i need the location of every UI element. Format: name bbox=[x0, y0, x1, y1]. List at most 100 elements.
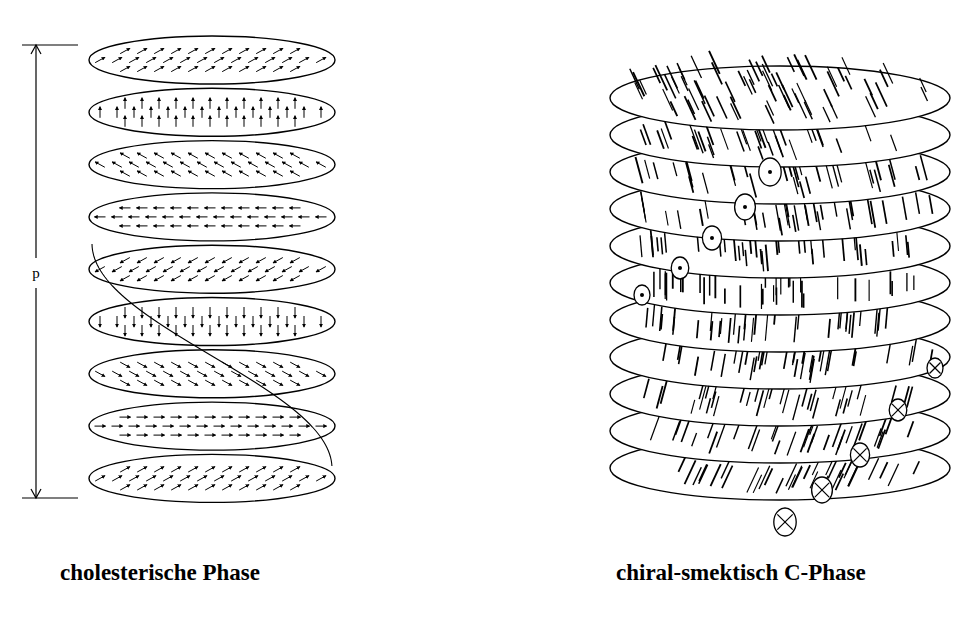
molecule-stroke bbox=[710, 312, 712, 331]
molecule-stroke bbox=[877, 313, 879, 337]
molecule-stroke bbox=[730, 97, 740, 119]
director-arrow bbox=[112, 162, 122, 167]
director-arrow bbox=[299, 57, 309, 62]
polarization-out bbox=[634, 285, 650, 305]
director-arrow bbox=[171, 435, 182, 436]
molecule-stroke bbox=[706, 398, 710, 413]
molecule-stroke bbox=[641, 192, 646, 219]
molecule-stroke bbox=[854, 278, 856, 301]
director-arrow bbox=[197, 371, 207, 376]
director-arrow bbox=[261, 98, 262, 109]
director-arrow bbox=[304, 316, 305, 327]
director-arrow bbox=[120, 225, 131, 226]
molecule-stroke bbox=[804, 465, 810, 479]
molecule-stroke bbox=[739, 352, 743, 373]
molecule-stroke bbox=[650, 417, 659, 441]
director-arrow bbox=[159, 116, 160, 127]
molecule-stroke bbox=[694, 80, 705, 103]
director-arrow bbox=[117, 107, 118, 118]
director-arrow bbox=[278, 116, 279, 127]
molecule-stroke bbox=[801, 429, 809, 452]
molecule-stroke bbox=[929, 195, 932, 214]
molecule-stroke bbox=[880, 462, 888, 478]
bracket-line bbox=[35, 288, 36, 498]
director-arrow bbox=[253, 107, 254, 118]
director-arrow bbox=[171, 66, 181, 71]
molecule-stroke bbox=[665, 233, 667, 252]
director-arrow bbox=[205, 380, 215, 385]
molecule-stroke bbox=[769, 85, 777, 101]
director-arrow bbox=[205, 362, 215, 367]
director-arrow bbox=[295, 98, 296, 109]
molecule-stroke bbox=[794, 54, 804, 76]
director-arrow bbox=[287, 107, 288, 118]
director-arrow bbox=[180, 426, 191, 427]
director-arrow bbox=[256, 207, 267, 208]
director-arrow bbox=[248, 57, 258, 62]
director-arrow bbox=[282, 216, 293, 217]
smectic-c-stack bbox=[610, 51, 950, 536]
director-arrow bbox=[290, 276, 300, 281]
director-arrow bbox=[316, 267, 326, 272]
director-arrow bbox=[222, 66, 232, 71]
molecule-stroke bbox=[836, 138, 841, 152]
director-arrow bbox=[256, 417, 267, 418]
director-arrow bbox=[278, 98, 279, 109]
director-arrow bbox=[239, 276, 249, 281]
molecule-stroke bbox=[685, 460, 696, 484]
pitch-label-box: p bbox=[31, 264, 41, 282]
director-arrow bbox=[146, 57, 156, 62]
molecule-stroke bbox=[738, 71, 745, 86]
director-arrow bbox=[188, 153, 198, 158]
director-arrow bbox=[129, 426, 140, 427]
director-arrow bbox=[171, 485, 181, 490]
director-arrow bbox=[95, 476, 105, 481]
bracket-arrow bbox=[31, 45, 41, 54]
molecule-stroke bbox=[644, 379, 649, 398]
director-arrow bbox=[163, 162, 173, 167]
molecule-stroke bbox=[673, 162, 677, 176]
director-arrow bbox=[197, 216, 208, 217]
director-arrow bbox=[205, 66, 215, 71]
director-arrow bbox=[137, 276, 147, 281]
director-arrow bbox=[239, 207, 250, 208]
molecule-stroke bbox=[762, 251, 764, 271]
molecule-stroke bbox=[703, 173, 709, 194]
pitch-bracket bbox=[22, 45, 78, 498]
director-arrow bbox=[171, 48, 181, 53]
layer-disk bbox=[89, 245, 335, 293]
molecule-stroke bbox=[742, 242, 743, 256]
molecule-stroke bbox=[852, 312, 854, 337]
polarization-in bbox=[889, 399, 907, 421]
director-arrow bbox=[282, 371, 292, 376]
polarization-in bbox=[850, 443, 869, 467]
molecule-stroke bbox=[695, 357, 698, 376]
molecule-stroke bbox=[666, 211, 669, 226]
polarization-out bbox=[759, 158, 781, 186]
director-arrow bbox=[95, 371, 105, 376]
layer-disk bbox=[89, 88, 335, 136]
molecule-stroke bbox=[729, 318, 731, 343]
director-arrow bbox=[299, 476, 309, 481]
molecule-stroke bbox=[721, 354, 725, 377]
director-arrow bbox=[120, 48, 130, 53]
director-arrow bbox=[282, 162, 292, 167]
director-arrow bbox=[214, 216, 225, 217]
molecule-stroke bbox=[794, 359, 797, 377]
molecule-stroke bbox=[843, 399, 847, 414]
molecule-stroke bbox=[876, 160, 881, 180]
director-arrow bbox=[168, 316, 169, 327]
director-arrow bbox=[248, 476, 258, 481]
director-arrow bbox=[214, 476, 224, 481]
director-arrow bbox=[214, 162, 224, 167]
director-arrow bbox=[95, 57, 105, 62]
director-arrow bbox=[273, 153, 283, 158]
director-arrow bbox=[239, 467, 249, 472]
molecule-stroke bbox=[783, 390, 789, 413]
layer-disk bbox=[89, 298, 335, 346]
director-arrow bbox=[261, 325, 262, 336]
molecule-stroke bbox=[709, 144, 714, 158]
director-arrow bbox=[154, 435, 165, 436]
director-arrow bbox=[273, 467, 283, 472]
director-arrow bbox=[287, 316, 288, 327]
